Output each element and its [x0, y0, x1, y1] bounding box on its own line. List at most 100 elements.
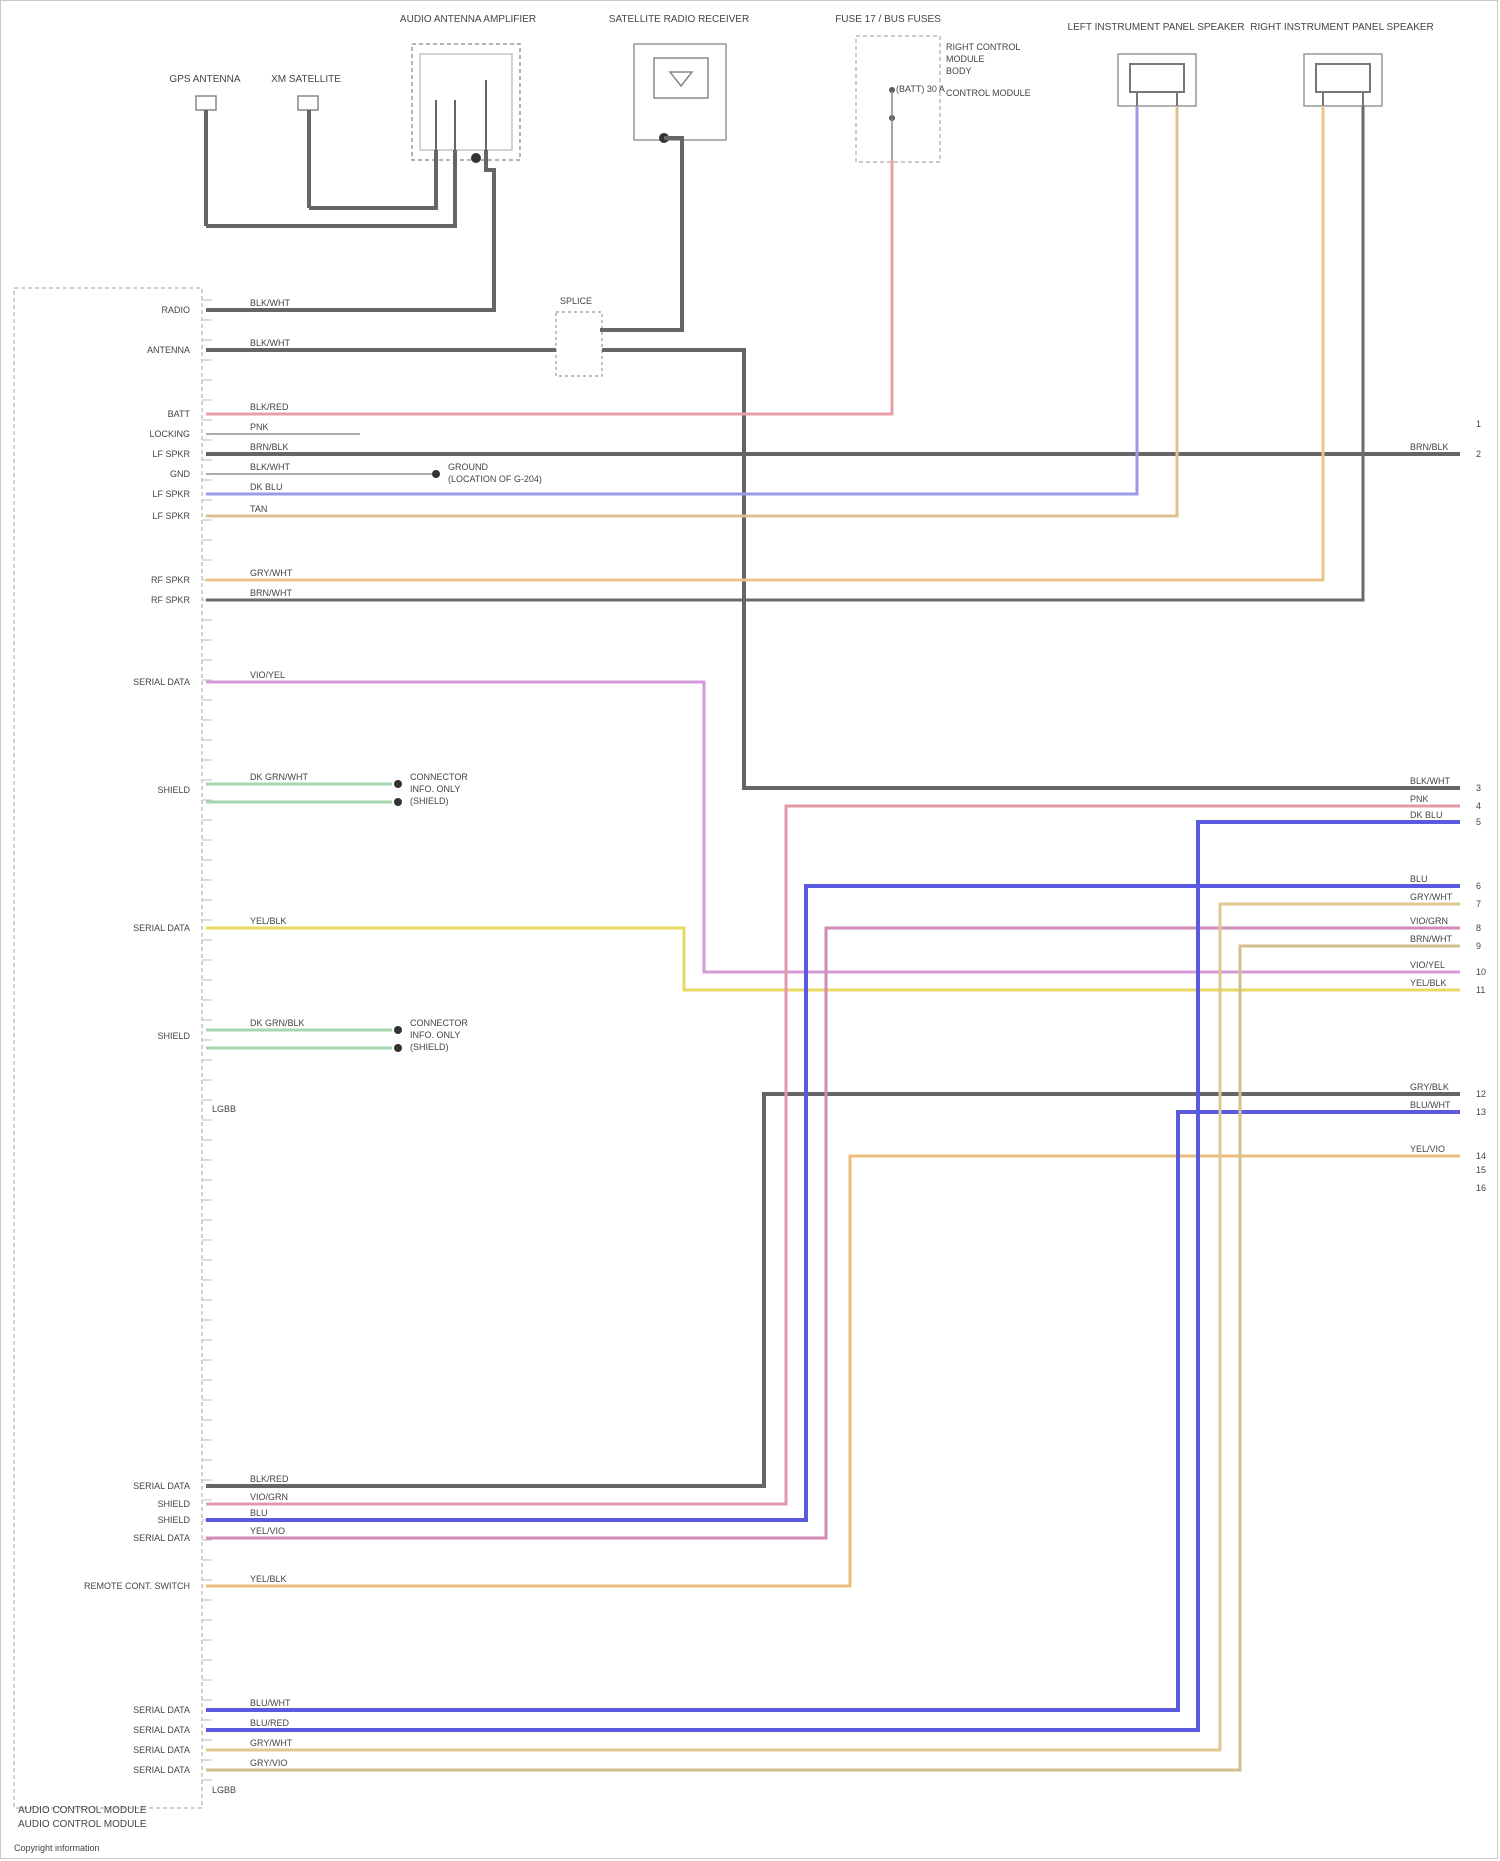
pin-label-serial-7: SERIAL DATA: [133, 1745, 190, 1755]
ground-location-note: (LOCATION OF G-204): [448, 474, 542, 484]
conn-note-1a: CONNECTOR: [410, 772, 468, 782]
wire-label-r5: GRY/WHT: [1410, 892, 1453, 902]
fuse-block-label: FUSE 17 / BUS FUSES: [835, 14, 941, 25]
wire-label-r7: BRN/WHT: [1410, 934, 1452, 944]
wire-label-r1: BLK/WHT: [1410, 776, 1451, 786]
sat-antenna: XM SATELLITE: [271, 74, 341, 208]
copyright: Copyright information: [14, 1843, 100, 1853]
fuse-note-5: (BATT) 30 A: [896, 84, 945, 94]
pin-label-serial-8: SERIAL DATA: [133, 1765, 190, 1775]
fuse-note-1: RIGHT CONTROL: [946, 42, 1020, 52]
pin-label-antenna: ANTENNA: [147, 345, 190, 355]
ground-note: GROUND: [448, 462, 488, 472]
conn-note-2c: (SHIELD): [410, 1042, 449, 1052]
wire-label-r4: BLU: [1410, 874, 1428, 884]
wires: [206, 106, 1460, 1770]
wire-label-20: BLU/WHT: [250, 1698, 291, 1708]
right-pin-number: 6: [1476, 881, 1481, 891]
pin-label-locking: LOCKING: [149, 429, 190, 439]
right-pin-number: 15: [1476, 1165, 1486, 1175]
antenna-amplifier: AUDIO ANTENNA AMPLIFIER: [400, 14, 536, 163]
wire-label-6: BLK/WHT: [250, 462, 291, 472]
right-pin-number: 1: [1476, 419, 1481, 429]
rf-speaker: RIGHT INSTRUMENT PANEL SPEAKER: [1250, 22, 1434, 106]
satellite-receiver-label: SATELLITE RADIO RECEIVER: [609, 14, 749, 25]
wire-label-17: BLU: [250, 1508, 268, 1518]
pin-label-lf-spkr-3: LF SPKR: [152, 511, 190, 521]
wire-label-r10: GRY/BLK: [1410, 1082, 1449, 1092]
pin-label-radio: RADIO: [161, 305, 190, 315]
fuse-note-3: BODY: [946, 66, 972, 76]
wire-label-23: GRY/VIO: [250, 1758, 287, 1768]
conn-note-2b: INFO. ONLY: [410, 1030, 460, 1040]
wire-label-8: TAN: [250, 504, 267, 514]
wire-label-r2: PNK: [1410, 794, 1429, 804]
fuse-note-2: MODULE: [946, 54, 985, 64]
conn-note-1b: INFO. ONLY: [410, 784, 460, 794]
pin-label-serial-6: SERIAL DATA: [133, 1725, 190, 1735]
sat-antenna-label: XM SATELLITE: [271, 74, 341, 85]
wire-label-2: BLK/WHT: [250, 338, 291, 348]
wire-label-19: YEL/BLK: [250, 1574, 287, 1584]
footer-line-2: AUDIO CONTROL MODULE: [18, 1819, 147, 1830]
wire-label-r9: YEL/BLK: [1410, 978, 1447, 988]
footer-line-1: AUDIO CONTROL MODULE: [18, 1805, 147, 1816]
module-label-bottom: LGBB: [212, 1785, 236, 1795]
right-pin-number: 9: [1476, 941, 1481, 951]
wire-label-10: BRN/WHT: [250, 588, 292, 598]
splice-label: SPLICE: [560, 296, 592, 306]
pin-label-batt: BATT: [168, 409, 191, 419]
gps-antenna: GPS ANTENNA: [169, 74, 240, 226]
wire-label-15: BLK/RED: [250, 1474, 289, 1484]
right-pin-number: 8: [1476, 923, 1481, 933]
wire-label-r3: DK BLU: [1410, 810, 1443, 820]
splice-box: SPLICE: [556, 296, 602, 376]
pin-label-rf-spkr-2: RF SPKR: [151, 595, 191, 605]
pin-label-remote-switch: REMOTE CONT. SWITCH: [84, 1581, 190, 1591]
pin-label-shield-3: SHIELD: [157, 1499, 190, 1509]
right-pin-number: 11: [1476, 985, 1485, 995]
right-pin-number: 14: [1476, 1151, 1486, 1161]
pin-label-serial-4: SERIAL DATA: [133, 1533, 190, 1543]
lf-speaker: LEFT INSTRUMENT PANEL SPEAKER: [1068, 22, 1245, 106]
right-pin-number: 4: [1476, 801, 1481, 811]
pin-label-rf-spkr-1: RF SPKR: [151, 575, 191, 585]
satellite-receiver: SATELLITE RADIO RECEIVER: [609, 14, 749, 143]
wire-label-r8: VIO/YEL: [1410, 960, 1445, 970]
gps-antenna-label: GPS ANTENNA: [169, 74, 240, 85]
right-pin-number: 16: [1476, 1183, 1486, 1193]
wire-label-13: YEL/BLK: [250, 916, 287, 926]
fuse-block: FUSE 17 / BUS FUSES RIGHT CONTROL MODULE…: [835, 14, 1030, 162]
wire-label-16: VIO/GRN: [250, 1492, 288, 1502]
connector-notes: GROUND (LOCATION OF G-204) CONNECTOR INF…: [410, 462, 542, 1052]
module-label: LGBB: [212, 1104, 236, 1114]
wire-label-4: PNK: [250, 422, 269, 432]
wire-label-1: BLK/WHT: [250, 298, 291, 308]
pin-label-serial-5: SERIAL DATA: [133, 1705, 190, 1715]
wire-label-14: DK GRN/BLK: [250, 1018, 305, 1028]
wire-label-12: DK GRN/WHT: [250, 772, 308, 782]
wire-label-r6: VIO/GRN: [1410, 916, 1448, 926]
conn-note-2a: CONNECTOR: [410, 1018, 468, 1028]
fuse-note-4: CONTROL MODULE: [946, 88, 1031, 98]
wire-label-r11: BLU/WHT: [1410, 1100, 1451, 1110]
right-pin-number: 3: [1476, 783, 1481, 793]
wire-label-3: BLK/RED: [250, 402, 289, 412]
pin-label-lf-spkr-1: LF SPKR: [152, 449, 190, 459]
right-pin-number: 5: [1476, 817, 1481, 827]
right-pin-number: 2: [1476, 449, 1481, 459]
pin-label-serial-2: SERIAL DATA: [133, 923, 190, 933]
right-pin-number: 12: [1476, 1089, 1486, 1099]
rf-speaker-label: RIGHT INSTRUMENT PANEL SPEAKER: [1250, 22, 1434, 33]
wire-label-r12: YEL/VIO: [1410, 1144, 1445, 1154]
right-pin-number: 7: [1476, 899, 1481, 909]
right-pin-number: 13: [1476, 1107, 1486, 1117]
pin-label-shield-1: SHIELD: [157, 785, 190, 795]
pin-ticks: [202, 300, 212, 1780]
wire-label-21: BLU/RED: [250, 1718, 290, 1728]
pin-label-shield-2: SHIELD: [157, 1031, 190, 1041]
conn-note-1c: (SHIELD): [410, 796, 449, 806]
pin-label-shield-4: SHIELD: [157, 1515, 190, 1525]
pin-label-serial-3: SERIAL DATA: [133, 1481, 190, 1491]
pin-label-gnd: GND: [170, 469, 191, 479]
